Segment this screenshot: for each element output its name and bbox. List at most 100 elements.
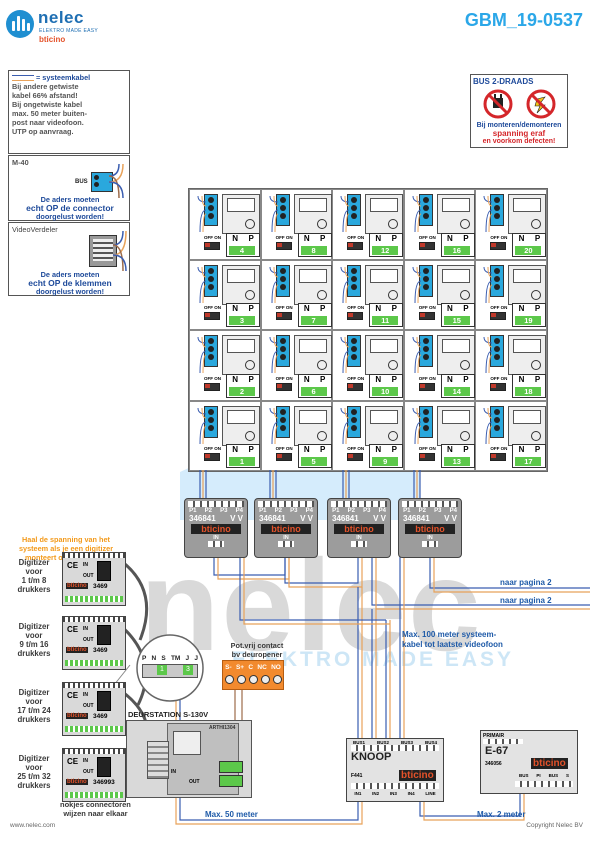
videophone-cell: OFF ON N P 14 — [403, 330, 476, 401]
videophone-body-icon — [293, 264, 332, 305]
potvrij-line-2: bv deuropener — [231, 650, 283, 659]
m40-bus-label: BUS — [75, 179, 88, 185]
potvrij-term-splus: S+ — [235, 664, 245, 671]
distributor-port: P3 — [220, 508, 228, 514]
connector-value-left: 1 — [157, 665, 167, 675]
digitizer-label-l1: Digitizer — [18, 622, 50, 631]
systeemkabel-title: = systeemkabel — [36, 73, 91, 82]
videophone-wire-icon — [340, 196, 350, 232]
systeemkabel-panel: = systeemkabel Bij andere getwiste kabel… — [8, 70, 130, 154]
digitizer-model: 3469 — [93, 713, 108, 720]
videophone-n-label: N — [518, 445, 525, 454]
videophone-body-icon — [365, 405, 404, 446]
digitizer-model: 346993 — [93, 779, 115, 786]
digitizer-label-l1: Digitizer — [18, 688, 50, 697]
videophone-cell: OFF ON N P 5 — [260, 400, 333, 471]
videophone-wire-icon — [269, 337, 278, 373]
distributor-top-screws — [402, 501, 458, 507]
distributor-in: IN — [213, 535, 219, 541]
videophone-switch-icon — [347, 241, 364, 250]
videophone-address: 16 — [443, 245, 470, 255]
partner-brand: bticino — [39, 35, 66, 44]
videophone-p-label: P — [463, 445, 469, 454]
knoop-top-screws — [351, 745, 439, 751]
videophone-wire-icon — [197, 337, 206, 373]
footer-copyright: Copyright Nelec BV — [526, 822, 583, 829]
knoop-top-terminals: BUS1 BUS2 BUS3 BUS4 — [347, 740, 443, 745]
videophone-switch-label: OFF ON — [275, 234, 293, 240]
digitizer-module: CE IN OUT bticino 3469 — [62, 616, 126, 670]
distributor-in-screws — [351, 541, 367, 547]
videophone-np-block: N P 8 — [297, 232, 332, 257]
videophone-wire-icon — [269, 266, 278, 303]
videophone-cell: OFF ON N P 18 — [475, 330, 547, 401]
digitizer-bottom-screws — [65, 792, 123, 798]
videophone-address: 20 — [515, 245, 542, 255]
videophone-body-icon — [222, 194, 260, 234]
videophone-body-icon — [436, 335, 475, 375]
potvrij-note: Pot.vrij contact bv deuropener — [222, 641, 292, 659]
digitizer-label: Digitizer voor 1 t/m 8 drukkers — [2, 558, 66, 594]
videophone-switch-icon — [418, 382, 435, 391]
videophone-switch-label: OFF ON — [204, 446, 221, 451]
videophone-switch-icon — [204, 241, 220, 250]
digitizer-top-screws — [63, 617, 125, 622]
videophone-switch-label: OFF ON — [204, 375, 221, 381]
deurstation-camera-module — [173, 731, 201, 755]
videophone-p-label: P — [534, 233, 541, 243]
videophone-switch-label: OFF ON — [347, 375, 365, 381]
videophone-connector-icon — [275, 264, 290, 297]
videoverdeler-note-2: echt OP de klemmen — [28, 278, 112, 288]
videophone-wire-icon — [269, 407, 278, 444]
e67-terminals: BUS PI BUS S — [515, 773, 573, 778]
knoop-module: BUS1 BUS2 BUS3 BUS4 KNOOP F441 bticino I… — [346, 738, 444, 802]
digitizer-ce: CE — [67, 561, 79, 570]
videophone-cell: OFF ON N P 17 — [475, 400, 547, 471]
videophone-body-icon — [365, 335, 404, 375]
videophone-p-label: P — [534, 445, 541, 454]
videophone-connector-icon — [275, 405, 290, 438]
max100-line-1: Max. 100 meter systeem- — [402, 630, 497, 639]
knoop-title: KNOOP — [351, 751, 392, 763]
videophone-address: 6 — [300, 386, 327, 396]
deurstation-terminal-green-2 — [219, 775, 243, 787]
videophone-connector-icon — [490, 335, 505, 367]
videophone-np-block: N P 2 — [226, 373, 260, 398]
digitizer-warning-2: systeem als je een digitizer — [18, 544, 114, 553]
digitizer-out: OUT — [83, 573, 94, 579]
distributor-port: P4 — [305, 508, 313, 514]
e67-term-bus2: BUS — [548, 773, 559, 778]
videophone-cell: OFF ON N P 1 — [189, 400, 261, 471]
knoop-bus4: BUS4 — [424, 740, 437, 745]
m40-note-3: doorgelust worden! — [35, 212, 105, 221]
videophone-np-block: N P 20 — [512, 232, 547, 257]
videophone-switch-label: OFF ON — [490, 446, 508, 451]
videophone-body-icon — [365, 264, 404, 305]
videophone-address: 12 — [372, 245, 399, 255]
digitizer-in: IN — [83, 692, 88, 698]
videophone-body-icon — [508, 335, 547, 375]
videophone-switch-icon — [490, 241, 507, 250]
videophone-p-label: P — [248, 374, 254, 384]
knoop-bus2: BUS2 — [376, 740, 389, 745]
distributor-brand: bticino — [191, 524, 241, 534]
bus-2draads-panel: BUS 2-DRAADS Bij monteren/demonteren spa… — [470, 74, 568, 148]
digitizer-label-l3: 25 t/m 32 — [17, 772, 51, 781]
knoop-in2: IN2 — [372, 791, 380, 796]
videoverdeler-title: VideoVerdeler — [12, 225, 58, 234]
videophone-connector-icon — [490, 405, 505, 438]
videophone-switch-label: OFF ON — [418, 375, 436, 381]
videophone-address: 15 — [443, 316, 470, 325]
videophone-np-block: N P 18 — [512, 373, 547, 398]
videophone-np-block: N P 19 — [512, 303, 547, 327]
digitizer-label-l2: voor — [25, 631, 43, 640]
videophone-n-label: N — [303, 374, 310, 384]
videophone-body-icon — [222, 335, 260, 375]
connector-value-right: 3 — [183, 665, 193, 675]
brand-tagline: ELEKTRO MADE EASY — [39, 28, 99, 34]
videophone-n-label: N — [303, 445, 310, 454]
videophone-p-label: P — [320, 233, 326, 243]
videophone-switch-label: OFF ON — [275, 305, 293, 310]
distributor-port: P1 — [403, 508, 411, 514]
videophone-switch-label: OFF ON — [490, 234, 508, 240]
